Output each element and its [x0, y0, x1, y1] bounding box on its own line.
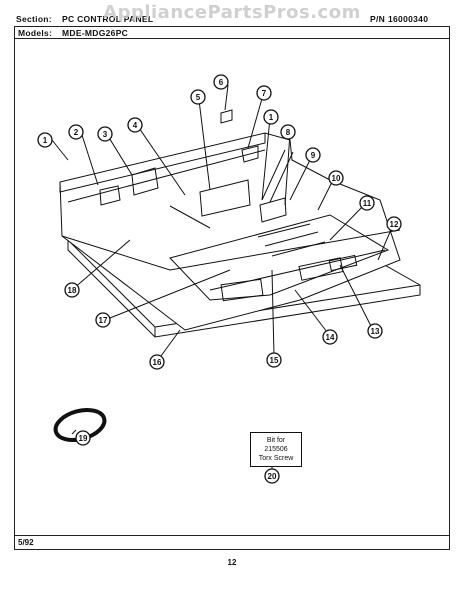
svg-text:1: 1	[43, 136, 48, 145]
models-value: MDE-MDG26PC	[62, 28, 129, 38]
svg-text:4: 4	[133, 121, 138, 130]
svg-text:1: 1	[269, 113, 274, 122]
bit-line-3: Torx Screw	[258, 455, 294, 462]
callout-12: 12	[386, 216, 402, 232]
callout-8: 8	[280, 124, 296, 140]
svg-text:14: 14	[326, 333, 335, 342]
callout-markers: 1 2 3 4 5 6 7 1 8 9 10 11 12 13 14 15 16…	[37, 74, 402, 484]
callout-6: 6	[213, 74, 229, 90]
callout-11: 11	[359, 195, 375, 211]
callout-10: 10	[328, 170, 344, 186]
exploded-parts-diagram: 1 2 3 4 5 6 7 1 8 9 10 11 12 13 14 15 16…	[37, 74, 421, 484]
svg-text:12: 12	[390, 220, 399, 229]
header-rule	[14, 38, 450, 39]
section-label: Section:	[16, 14, 52, 24]
callout-18: 18	[64, 282, 80, 298]
torx-bit-box: Bit for 215506 Torx Screw	[250, 432, 302, 467]
callout-7: 7	[256, 85, 272, 101]
svg-text:18: 18	[68, 286, 77, 295]
svg-text:7: 7	[262, 89, 267, 98]
section-value: PC CONTROL PANEL	[62, 14, 154, 24]
callout-15: 15	[266, 352, 282, 368]
svg-text:19: 19	[79, 434, 88, 443]
svg-text:9: 9	[311, 151, 316, 160]
callout-19: 19	[75, 430, 91, 446]
callout-4: 4	[127, 117, 143, 133]
svg-text:10: 10	[332, 174, 341, 183]
callout-14: 14	[322, 329, 338, 345]
page-number: 12	[227, 558, 237, 567]
bit-line-2: 215506	[264, 446, 288, 453]
callout-17: 17	[95, 312, 111, 328]
svg-text:11: 11	[363, 199, 372, 208]
lower-display	[220, 278, 264, 302]
svg-text:20: 20	[268, 472, 277, 481]
callout-13: 13	[367, 323, 383, 339]
models-label: Models:	[18, 28, 53, 38]
svg-text:6: 6	[219, 78, 224, 87]
callout-1: 1	[37, 132, 53, 148]
svg-text:5: 5	[196, 93, 201, 102]
svg-text:13: 13	[371, 327, 380, 336]
svg-text:16: 16	[153, 358, 162, 367]
callout-5: 5	[190, 89, 206, 105]
callout-2: 2	[68, 124, 84, 140]
svg-text:8: 8	[286, 128, 291, 137]
svg-text:15: 15	[270, 356, 279, 365]
revision-date: 5/92	[18, 538, 34, 547]
control-board	[199, 179, 251, 217]
upper-display	[298, 257, 344, 281]
pn-label: P/N	[370, 14, 386, 24]
callout-3: 3	[97, 126, 113, 142]
callout-16: 16	[149, 354, 165, 370]
svg-text:3: 3	[103, 130, 108, 139]
callout-9: 9	[305, 147, 321, 163]
bit-line-1: Bit for	[266, 437, 286, 444]
callout-20: 20	[264, 468, 280, 484]
page-frame	[14, 26, 450, 550]
footer-rule	[14, 535, 450, 536]
pn-value: 16000340	[388, 14, 429, 24]
svg-text:2: 2	[74, 128, 79, 137]
svg-text:17: 17	[99, 316, 108, 325]
callout-1b: 1	[263, 109, 279, 125]
